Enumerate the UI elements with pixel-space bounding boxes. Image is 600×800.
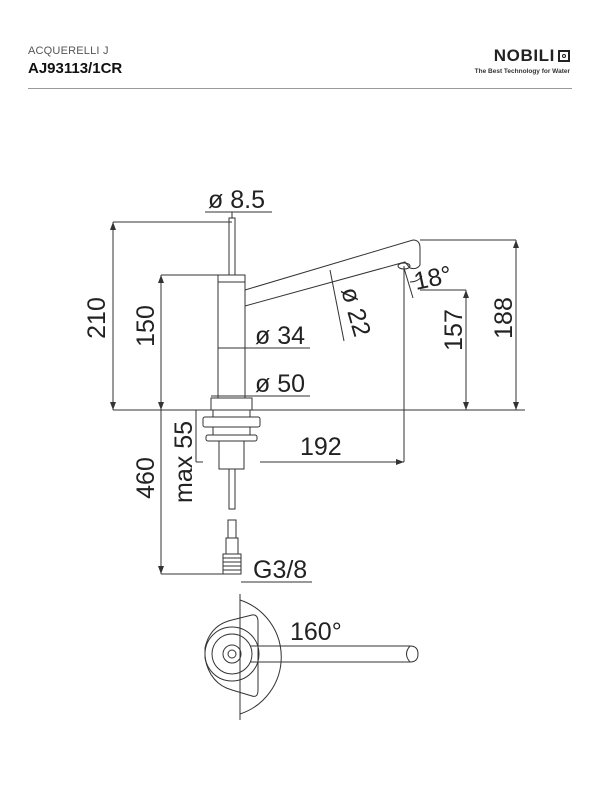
dim-max-deck-thickness: max 55 — [170, 421, 198, 503]
supply-hose — [228, 468, 236, 510]
thread-fitting — [222, 553, 242, 575]
dim-hose-length: 460 — [132, 457, 160, 499]
brand-mark-icon — [558, 50, 570, 62]
spout — [244, 239, 421, 307]
brand-tagline: The Best Technology for Water — [474, 68, 570, 75]
lever-handle — [228, 217, 236, 276]
dim-outlet-height: 157 — [440, 309, 468, 351]
dim-thread: G3/8 — [253, 556, 307, 584]
product-code: AJ93113/1CR — [28, 60, 123, 77]
dim-spout-angle: 18° — [411, 261, 454, 296]
dim-lever-diameter: ø 8.5 — [208, 186, 265, 214]
fixing-shank — [218, 440, 245, 470]
sheet-header: ACQUERELLI J AJ93113/1CR NOBILI The Best… — [0, 0, 600, 90]
product-series: ACQUERELLI J — [28, 45, 109, 57]
dim-body-diameter: ø 34 — [255, 322, 305, 350]
tap-base — [210, 397, 253, 411]
brand-name: NOBILI — [493, 46, 555, 65]
dim-total-height: 210 — [83, 297, 111, 339]
dim-spout-height: 188 — [490, 297, 518, 339]
dim-spout-reach: 192 — [300, 433, 342, 461]
tap-body — [217, 274, 246, 399]
dim-base-diameter: ø 50 — [255, 370, 305, 398]
brand-logo: NOBILI The Best Technology for Water — [430, 46, 570, 82]
top-view — [204, 594, 419, 720]
header-divider — [28, 88, 572, 89]
dim-body-height: 150 — [132, 305, 160, 347]
dim-spout-diameter: ø 22 — [335, 284, 376, 340]
dim-rotation-angle: 160° — [290, 618, 342, 646]
